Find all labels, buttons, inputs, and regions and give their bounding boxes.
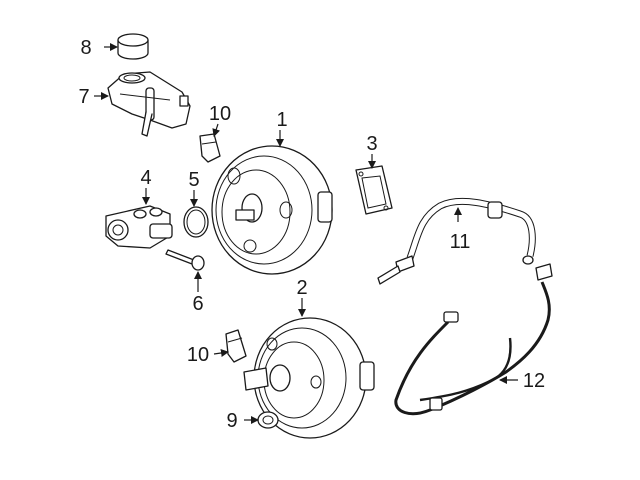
callout-9: 9 [226,410,237,432]
callout-2: 2 [296,277,307,299]
check-valve [257,411,279,429]
callout-7: 7 [78,86,89,108]
callout-11: 11 [450,231,471,253]
vacuum-hose [377,197,536,285]
mounting-bolt [165,249,205,271]
brake-booster [211,145,333,275]
callout-12: 12 [523,370,545,392]
leader-lines [94,43,518,424]
vacuum-sensor-bottom [225,329,247,363]
callout-6: 6 [192,293,203,315]
brake-booster-alt [243,317,375,439]
booster-gasket [355,165,393,215]
callout-3: 3 [366,133,377,155]
callout-4: 4 [140,167,151,189]
callout-8: 8 [80,37,91,59]
callout-1: 1 [276,109,287,131]
fluid-reservoir [107,71,191,137]
callout-5: 5 [188,169,199,191]
sensor-harness [394,263,553,416]
reservoir-cap [117,33,149,60]
vacuum-sensor-top [199,133,221,163]
master-cylinder [105,205,173,249]
o-ring [183,206,209,238]
callout-10-bottom: 10 [187,344,209,366]
callout-10-top: 10 [209,103,231,125]
